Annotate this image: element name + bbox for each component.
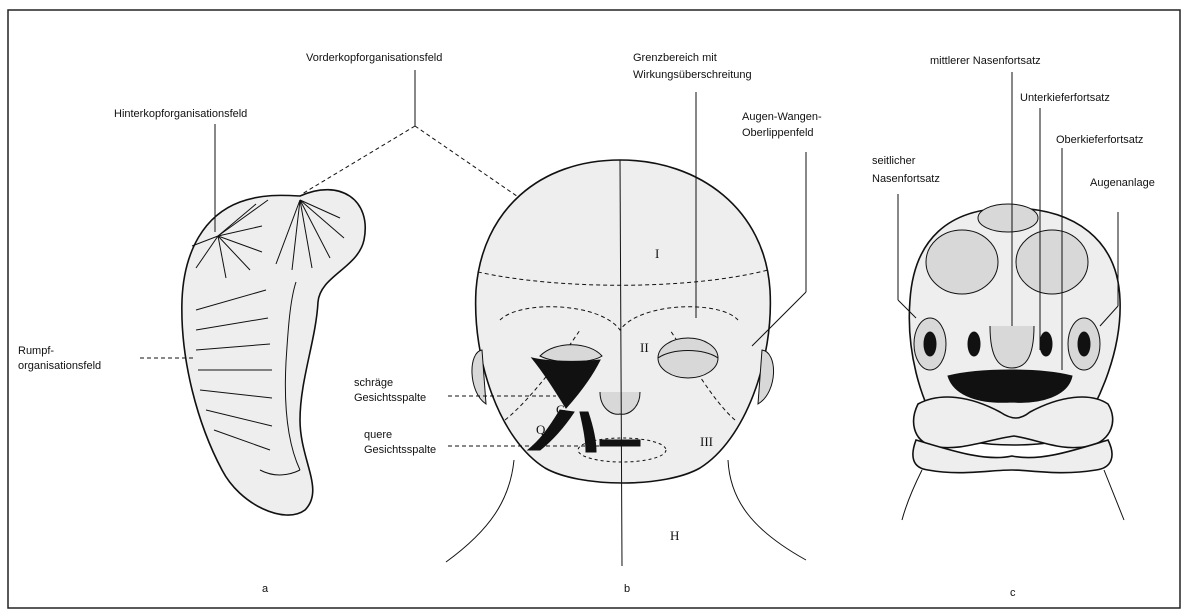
mark-roman-3: III (700, 434, 713, 449)
label-grenz-1: Grenzbereich mit (633, 52, 717, 64)
mark-g: G (556, 402, 565, 417)
mark-h: H (670, 528, 679, 543)
label-rumpf-2: organisationsfeld (18, 360, 101, 372)
label-seitlicher-1: seitlicher (872, 155, 916, 167)
label-mittlerer: mittlerer Nasenfortsatz (930, 55, 1041, 67)
label-seitlicher-2: Nasenfortsatz (872, 173, 940, 185)
label-unterkiefer: Unterkieferfortsatz (1020, 92, 1110, 104)
label-grenz-2: Wirkungsüberschreitung (633, 69, 752, 81)
label-schraeg-1: schräge (354, 377, 393, 389)
label-augen-2: Oberlippenfeld (742, 127, 814, 139)
label-augenanlage: Augenanlage (1090, 177, 1155, 189)
label-rumpf-1: Rumpf- (18, 345, 54, 357)
label-vorderkopf: Vorderkopforganisationsfeld (306, 52, 442, 64)
panel-letter-a: a (262, 583, 269, 595)
mark-q: Q (536, 422, 546, 437)
label-schraeg-2: Gesichtsspalte (354, 392, 426, 404)
panel-letter-c: c (1010, 587, 1016, 599)
label-quer-2: Gesichtsspalte (364, 444, 436, 456)
label-hinterkopf: Hinterkopforganisationsfeld (114, 108, 247, 120)
label-augen-1: Augen-Wangen- (742, 111, 822, 123)
label-oberkiefer: Oberkieferfortsatz (1056, 134, 1143, 146)
panel-letter-b: b (624, 583, 630, 595)
mark-roman-2: II (640, 340, 649, 355)
forehead-bump-left (926, 230, 998, 294)
forehead-bump-right (1016, 230, 1088, 294)
eye-right (658, 338, 718, 378)
mark-roman-1: I (655, 246, 659, 261)
label-quer-1: quere (364, 429, 392, 441)
head-outline (476, 160, 771, 483)
